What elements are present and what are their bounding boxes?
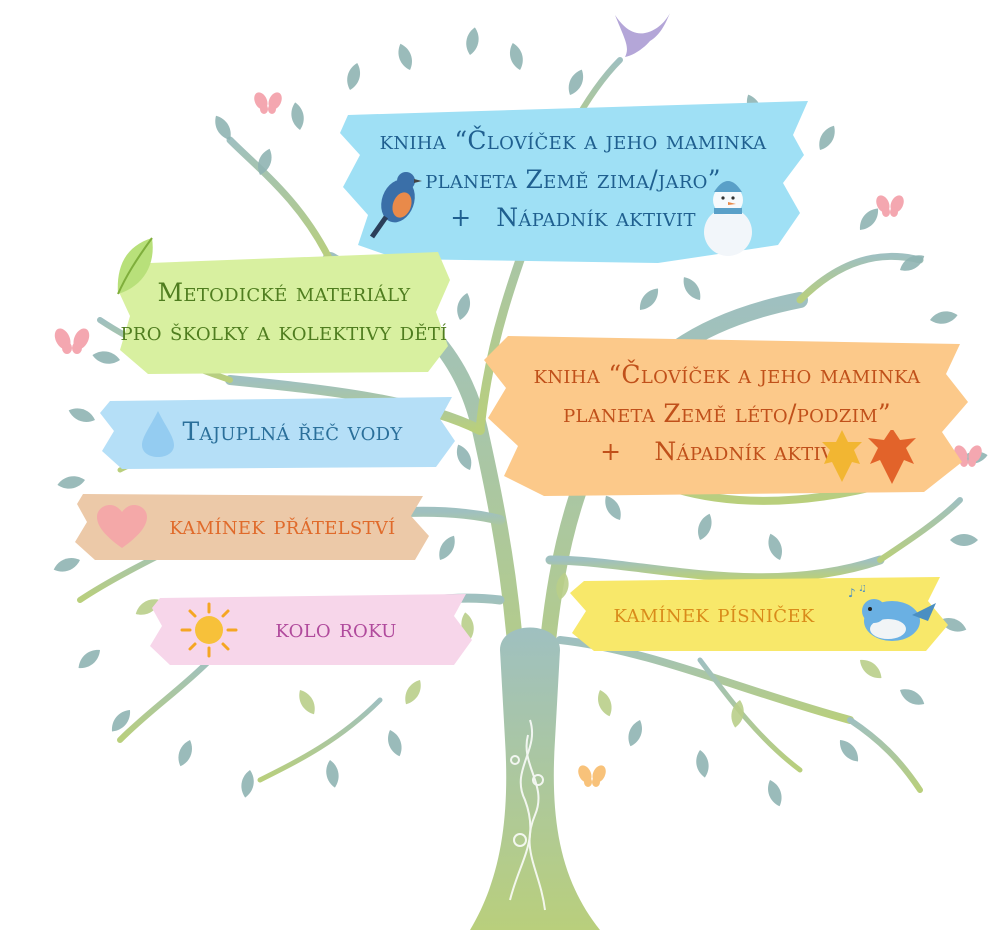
heart-icon — [97, 505, 147, 548]
songbird-icon: ♪ ♫ — [848, 585, 936, 641]
card-book-winter-spring[interactable]: kniha “Človíček a jeho maminka planeta Z… — [338, 95, 808, 265]
card-book-summer-autumn[interactable]: kniha “Človíček a jeho maminka planeta Z… — [484, 330, 970, 498]
card-label: Tajuplná řeč vody — [182, 417, 403, 447]
plus-sign: + — [600, 437, 622, 467]
snowman-icon — [704, 181, 752, 256]
card-line-3: Nápadník aktivit — [654, 437, 854, 467]
robin-icon — [369, 172, 422, 239]
paint-brush-background — [570, 577, 948, 651]
svg-text:♫: ♫ — [858, 585, 867, 594]
paint-brush-background — [340, 101, 808, 263]
card-label: kamínek přátelství — [169, 510, 396, 540]
paint-brush-background — [150, 594, 472, 665]
paint-brush-background — [100, 397, 455, 469]
bird-icon — [615, 13, 670, 57]
card-line-2: planeta Země zima/jaro” — [425, 164, 721, 194]
paint-brush-background — [118, 252, 450, 374]
card-methodical-materials[interactable]: Metodické materiály pro školky a kolekti… — [117, 237, 450, 375]
paint-brush-background — [75, 494, 429, 560]
card-song-stone[interactable]: kamínek písniček ♪ ♫ — [570, 575, 948, 653]
card-label: kolo roku — [275, 614, 397, 644]
trunk-swirls — [509, 719, 546, 911]
card-line-1: kniha “Človíček a jeho maminka — [379, 125, 767, 155]
card-water[interactable]: Tajuplná řeč vody — [100, 395, 455, 470]
card-label: kamínek písniček — [613, 598, 815, 628]
card-line-1: kniha “Človíček a jeho maminka — [533, 359, 921, 389]
green-leaf-icon — [117, 237, 153, 295]
autumn-leaves-icon — [822, 430, 916, 484]
butterfly-icon — [54, 92, 982, 787]
card-friendship-stone[interactable]: kamínek přátelství — [75, 490, 430, 562]
card-line-3: Nápadník aktivit — [496, 203, 696, 233]
plus-sign: + — [450, 203, 472, 233]
card-year-wheel[interactable]: kolo roku — [150, 592, 472, 667]
card-line-2: planeta Země léto/podzim” — [563, 398, 891, 428]
raindrop-icon — [142, 411, 174, 457]
card-line-1: Metodické materiály — [157, 277, 411, 307]
sun-icon — [180, 602, 238, 658]
svg-text:♪: ♪ — [848, 586, 856, 600]
card-line-2: pro školky a kolektivy dětí — [120, 316, 448, 346]
